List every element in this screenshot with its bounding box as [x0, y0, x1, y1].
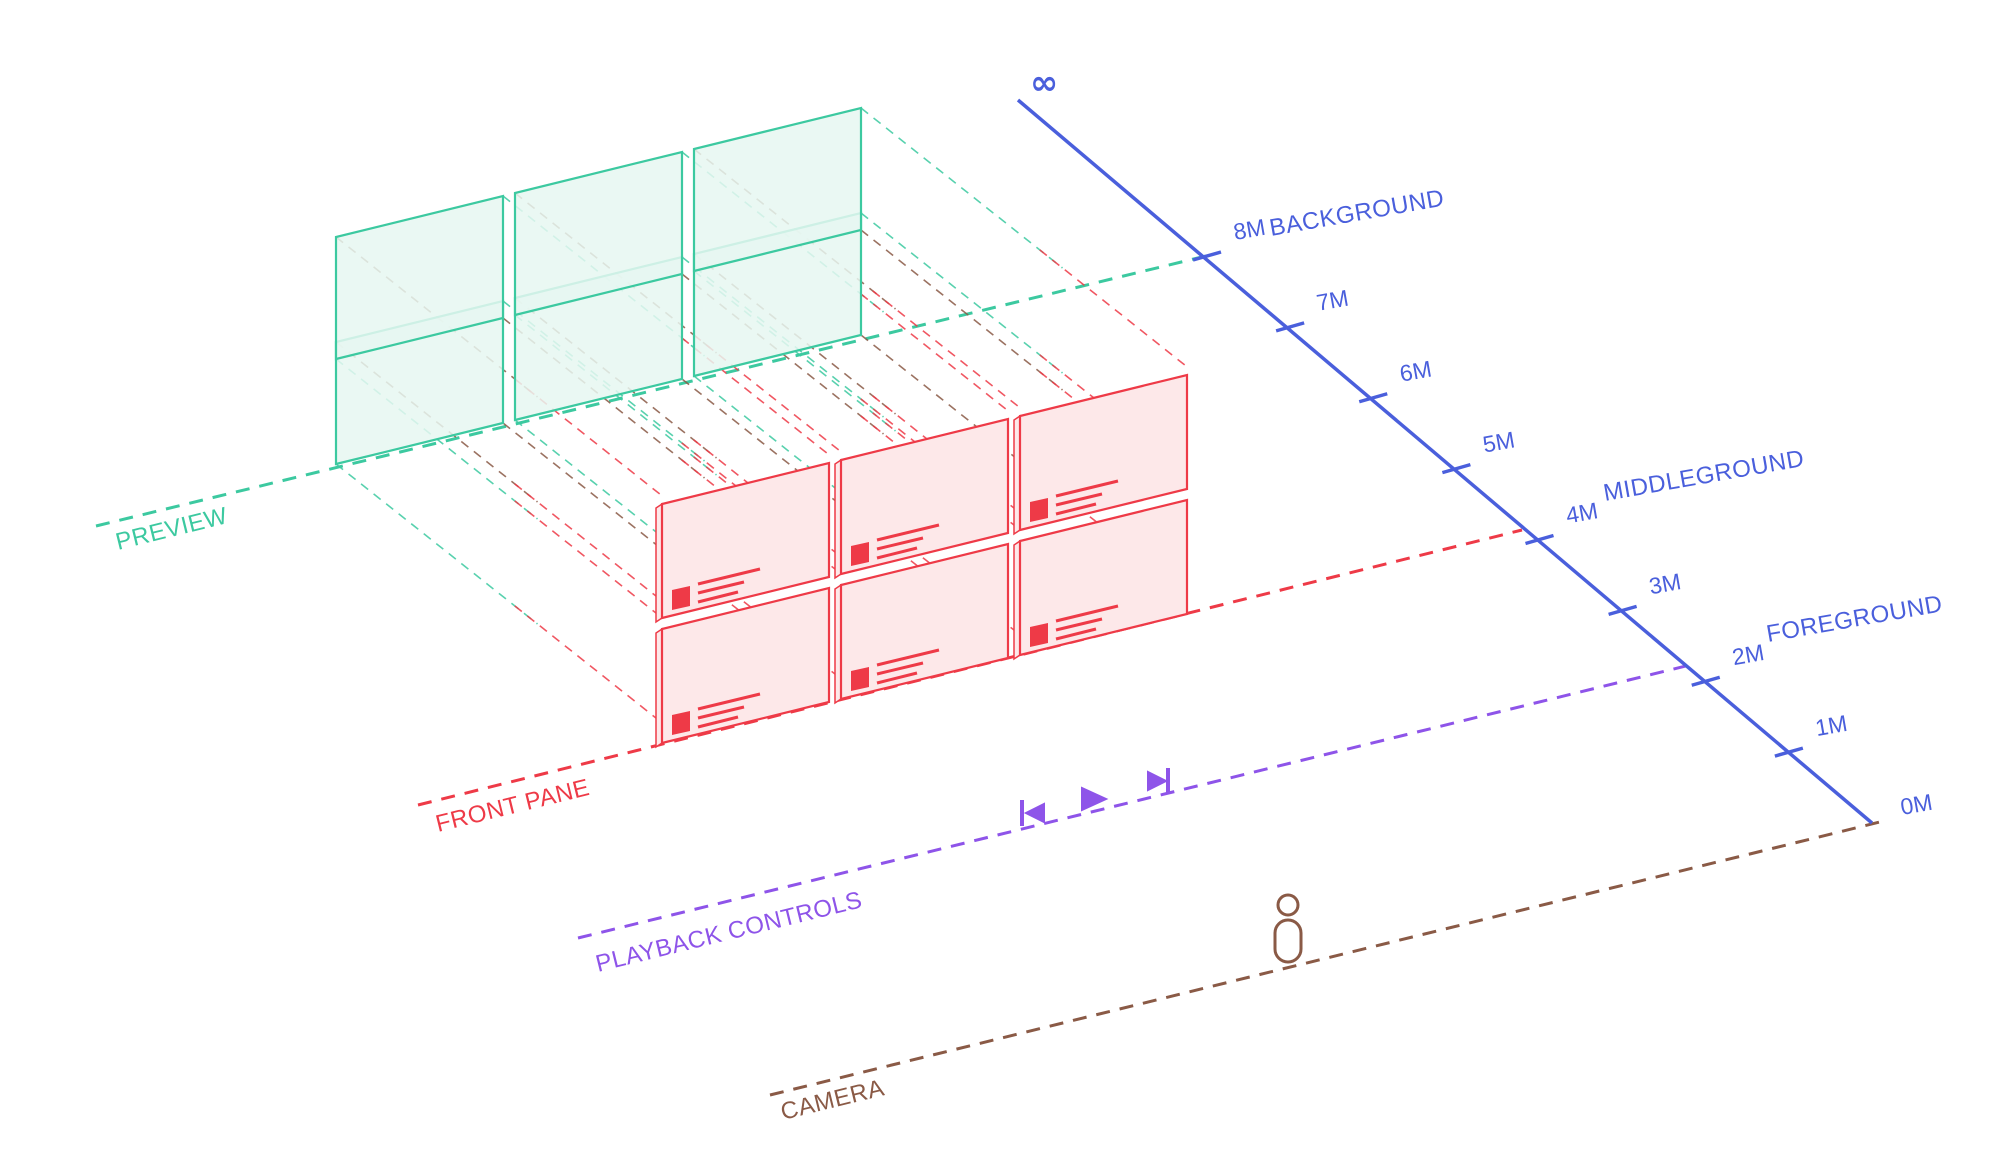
front-pane-card[interactable] — [834, 542, 1010, 705]
camera-plane: CAMERA — [769, 818, 1889, 1126]
preview-pane — [513, 150, 684, 317]
depth-tick-8 — [1192, 250, 1222, 262]
skip-back-icon[interactable] — [1020, 800, 1045, 826]
zone-label-foreground: FOREGROUND — [1764, 590, 1944, 648]
infinity-symbol: ∞ — [1030, 63, 1058, 103]
front-pane-card[interactable] — [655, 586, 831, 749]
zone-label-background: BACKGROUND — [1267, 185, 1446, 242]
depth-tick-label-4: 4M — [1564, 497, 1600, 528]
depth-tick-label-1: 1M — [1813, 710, 1849, 741]
preview-label: PREVIEW — [113, 502, 230, 555]
depth-tick-1 — [1774, 746, 1804, 758]
front-pane-card[interactable] — [1013, 498, 1189, 661]
depth-tick-6 — [1358, 392, 1388, 404]
depth-axis-ticks: 0M 1M 2M 3M 4M 5M 6M 7M 8M — [1192, 214, 1934, 820]
depth-tick-label-7: 7M — [1314, 285, 1350, 316]
depth-tick-5 — [1441, 462, 1471, 475]
front-pane-label: FRONT PANE — [433, 774, 592, 838]
content-card-icon — [1030, 479, 1119, 522]
play-icon[interactable] — [1081, 786, 1109, 812]
depth-tick-label-3: 3M — [1647, 568, 1683, 599]
front-pane-grid — [655, 373, 1189, 749]
depth-tick-label-0: 0M — [1898, 789, 1934, 820]
content-card-icon — [1030, 604, 1119, 647]
front-pane — [839, 542, 1010, 701]
depth-tick-label-5: 5M — [1481, 426, 1517, 457]
skip-forward-icon[interactable] — [1147, 768, 1170, 794]
front-pane — [660, 461, 831, 620]
content-card-icon — [672, 692, 761, 735]
preview-pane — [334, 194, 505, 361]
connector-line — [860, 107, 1063, 269]
content-card-icon — [851, 523, 940, 566]
depth-tick-label-2: 2M — [1730, 639, 1766, 670]
front-pane — [1018, 373, 1189, 532]
preview-pane-grid — [334, 106, 863, 466]
depth-tick-7 — [1275, 321, 1305, 333]
preview-pane — [692, 106, 863, 273]
depth-tick-label-6: 6M — [1398, 356, 1434, 387]
zone-label-middleground: MIDDLEGROUND — [1601, 445, 1806, 507]
connector-line — [335, 463, 538, 625]
depth-tick-label-8: 8M — [1231, 214, 1267, 245]
person-icon — [1273, 893, 1303, 964]
depth-axis-line — [1016, 98, 1874, 825]
front-pane-card[interactable] — [1013, 373, 1189, 536]
playback-controls — [1020, 768, 1170, 826]
depth-tick-2 — [1691, 675, 1721, 687]
connector-line — [860, 229, 1063, 391]
front-pane — [660, 586, 831, 745]
front-pane — [1018, 498, 1189, 657]
content-card-icon — [672, 567, 761, 610]
depth-tick-4 — [1525, 533, 1554, 546]
front-pane — [839, 417, 1010, 576]
content-card-icon — [851, 648, 940, 691]
front-pane-card[interactable] — [834, 417, 1010, 580]
depth-tick-3 — [1608, 604, 1638, 617]
camera-guide-line — [769, 818, 1889, 1097]
connector-line — [860, 212, 1063, 374]
front-pane-card[interactable] — [655, 461, 831, 624]
front-pane-guide-line — [417, 528, 1523, 807]
camera-label: CAMERA — [778, 1074, 887, 1125]
